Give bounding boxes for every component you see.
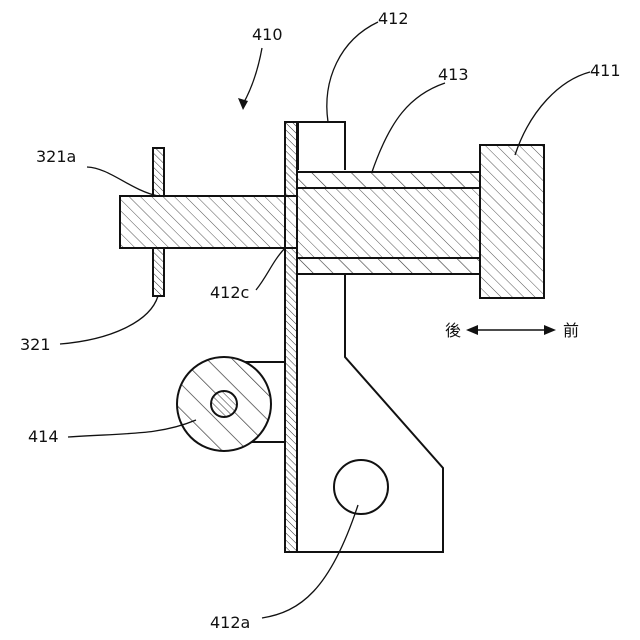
label-rear: 後 (445, 321, 461, 340)
leader-321a (87, 167, 158, 196)
leader-321 (60, 296, 158, 344)
label-411: 411 (590, 61, 621, 80)
leader-411 (515, 72, 590, 155)
label-412: 412 (378, 9, 409, 28)
leader-412 (327, 22, 378, 122)
arrowhead-410 (238, 98, 248, 110)
shaft-right (297, 188, 480, 258)
direction-arrow-left-head (466, 325, 478, 335)
label-412c: 412c (210, 283, 249, 302)
sleeve-upper (297, 172, 480, 188)
shaft-left (120, 196, 285, 248)
leader-413 (372, 83, 445, 172)
label-321a: 321a (36, 147, 76, 166)
leader-414 (68, 420, 196, 437)
plate-321-lower (153, 248, 164, 296)
leader-412c (256, 248, 285, 290)
label-413: 413 (438, 65, 469, 84)
roller-axle (211, 391, 237, 417)
knob-block (480, 145, 544, 298)
label-front: 前 (563, 321, 579, 340)
bracket-hole (334, 460, 388, 514)
leader-412a (262, 505, 358, 618)
plate-321-upper (153, 148, 164, 196)
leader-410 (243, 48, 262, 104)
label-410: 410 (252, 25, 283, 44)
direction-arrow-right-head (544, 325, 556, 335)
label-412a: 412a (210, 613, 250, 632)
label-414: 414 (28, 427, 59, 446)
sleeve-lower (297, 258, 480, 274)
vertical-plate (285, 122, 297, 552)
label-321: 321 (20, 335, 51, 354)
